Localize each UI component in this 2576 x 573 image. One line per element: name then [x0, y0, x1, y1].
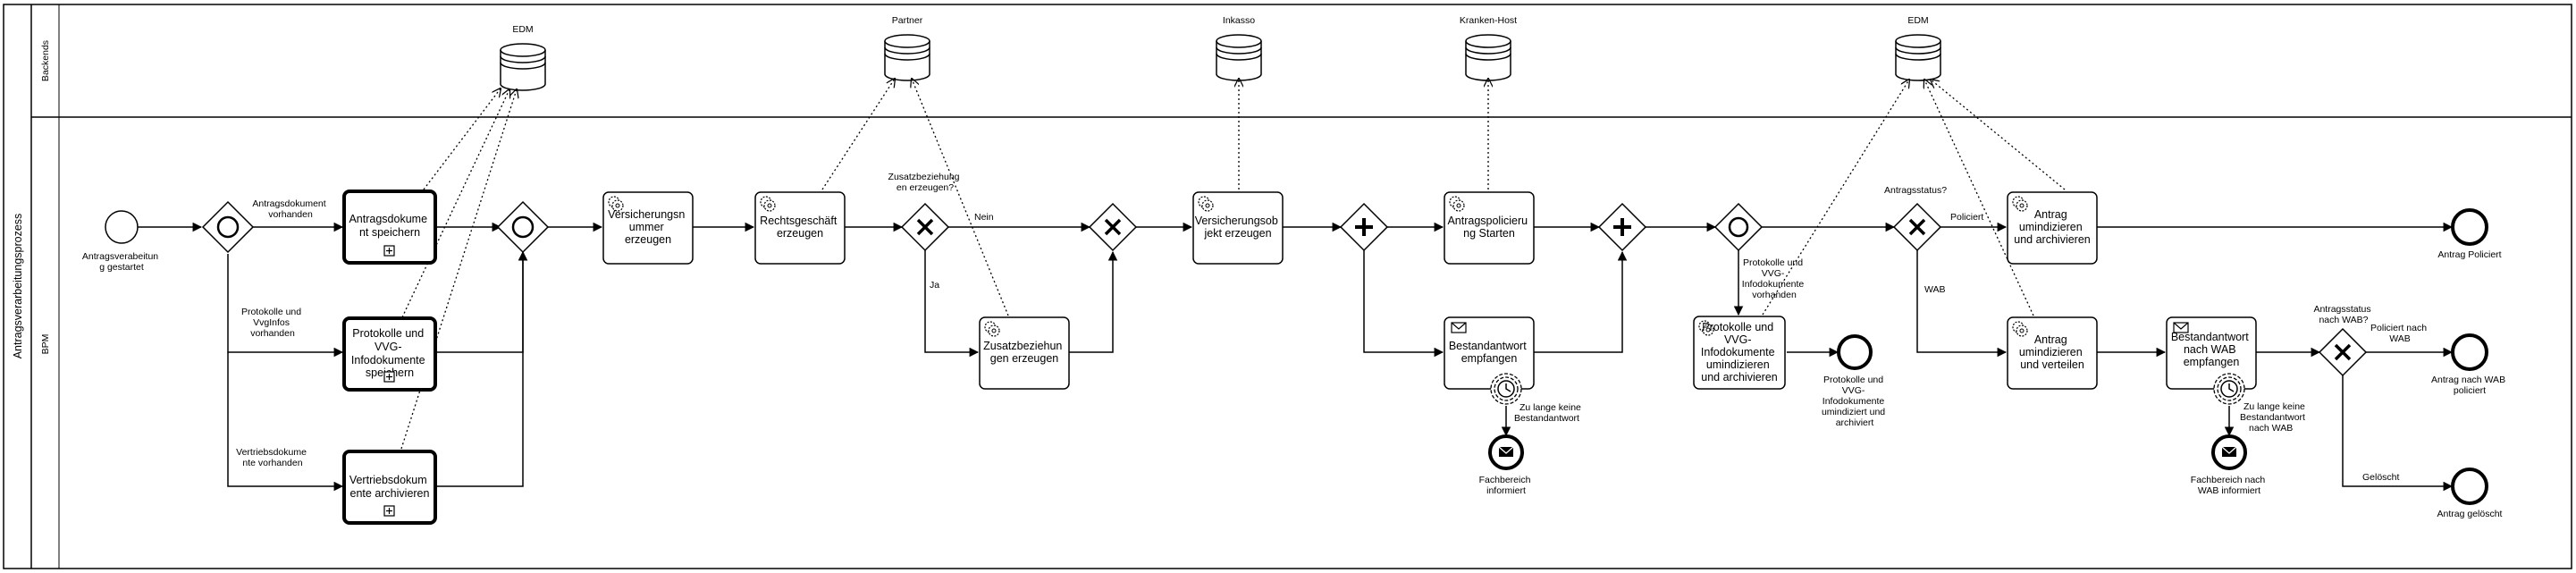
task-protokolle-speichern[interactable]: Protokolle und VVG- Infodokumente speich…	[342, 316, 437, 392]
end-event-antrag-geloescht[interactable]: Antrag gelöscht	[2437, 468, 2503, 519]
task-bestandantwort-nach-wab[interactable]: Bestandantwort nach WAB empfangen	[2166, 316, 2257, 390]
gear-icon	[760, 196, 776, 212]
start-event[interactable]: Antragsverabeitun g gestartet	[82, 210, 161, 273]
gear-icon	[984, 321, 1000, 337]
boundary-timer-1[interactable]: Zu lange keine Bestandantwort	[1490, 373, 1584, 424]
svg-text:Bestandantwort empfangen: Bestandantwort empfangen	[1449, 340, 1529, 365]
sequence-flows	[138, 222, 2454, 492]
svg-text:Fachbereich nach WAB inf: Fachbereich nach WAB informiert	[2191, 475, 2268, 496]
datastore-edm-2-label: EDM	[1907, 15, 1928, 26]
gateway-inclusive-join[interactable]	[496, 200, 550, 254]
datastore-kranken-host-label: Kranken-Host	[1460, 15, 1517, 26]
svg-text:Vertriebsdokum ente arch: Vertriebsdokum ente archivieren	[349, 474, 430, 500]
subprocess-marker-icon	[383, 505, 395, 517]
svg-text:Bestandantwort nach WAB: Bestandantwort nach WAB empfangen	[2171, 331, 2252, 368]
gateway-inclusive-protokolle[interactable]	[1713, 202, 1764, 252]
flow-label-status-wab: Antragsstatus nach WAB?	[2313, 304, 2373, 325]
lane-label-backends: Backends	[40, 40, 51, 81]
gateway-exclusive-join[interactable]	[1088, 202, 1138, 252]
gateway-inclusive-split[interactable]	[201, 200, 255, 254]
lane-label-bpm: BPM	[40, 334, 51, 355]
subprocess-marker-icon	[383, 245, 395, 257]
gateway-exclusive-zusatz[interactable]	[900, 202, 950, 252]
datastore-inkasso-label: Inkasso	[1223, 15, 1255, 26]
flow-label-policiert-nach-wab: Policiert nach WAB	[2370, 323, 2429, 344]
svg-text:Antrag gelöscht: Antrag gelöscht	[2437, 509, 2503, 519]
boundary-timer-2[interactable]: Zu lange keine Bestandantwort nach WAB	[2213, 373, 2308, 434]
flow-labels: Antragsdokument vorhanden Protokolle und…	[236, 172, 2429, 483]
svg-text:Versicherungsn ummer: Versicherungsn ummer erzeugen	[608, 208, 688, 246]
flow-label-antragsstatus: Antragsstatus?	[1884, 185, 1947, 196]
svg-text:Protokolle und VVG-: Protokolle und VVG- Infodokumente umindi…	[1822, 375, 1888, 428]
flow-label-geloescht: Gelöscht	[2362, 472, 2400, 483]
task-versicherungsnummer-erzeugen[interactable]: Versicherungsn ummer erzeugen	[602, 191, 694, 265]
clock-icon	[2220, 380, 2238, 398]
datastore-kranken-host[interactable]: Kranken-Host	[1460, 15, 1517, 81]
flow-label-protokolle: Protokolle und VvgInfos vorhanden	[241, 307, 304, 339]
svg-text:Antragsverabeitun g gest: Antragsverabeitun g gestartet	[82, 251, 161, 273]
end-event-antrag-wab-policiert[interactable]: Antrag nach WAB policiert	[2431, 333, 2508, 396]
gear-icon	[1698, 320, 1714, 336]
flow-label-wab: WAB	[1924, 284, 1946, 295]
end-event-antrag-policiert[interactable]: Antrag Policiert	[2437, 208, 2502, 260]
svg-text:Antrag nach WAB policier: Antrag nach WAB policiert	[2431, 375, 2508, 396]
gateway-parallel-join[interactable]	[1597, 202, 1647, 252]
gear-icon	[2012, 321, 2028, 337]
gateway-parallel-split[interactable]	[1339, 202, 1389, 252]
datastore-edm-2[interactable]: EDM	[1895, 15, 1941, 81]
end-event-protokolle-archiviert[interactable]: Protokolle und VVG- Infodokumente umindi…	[1822, 334, 1888, 428]
gear-icon	[2012, 196, 2028, 212]
flow-label-policiert: Policiert	[1950, 212, 1983, 223]
pool: Antragsverarbeitungsprozess Backends BPM	[3, 4, 2572, 569]
subprocess-marker-icon	[383, 371, 395, 383]
gear-icon	[1198, 196, 1214, 212]
svg-text:Zusatzbeziehun gen erzeu: Zusatzbeziehun gen erzeugen	[983, 340, 1065, 365]
flow-label-zusatz-question: Zusatzbeziehung en erzeugen?	[888, 172, 963, 193]
task-antragspolicierung-starten[interactable]: Antragspolicieru ng Starten	[1444, 191, 1535, 265]
task-protokolle-umindizieren[interactable]: Protokolle und VVG- Infodokumente umindi…	[1693, 316, 1786, 390]
gear-icon	[608, 196, 624, 212]
end-event-fachbereich-wab[interactable]: Fachbereich nach WAB informiert	[2191, 434, 2268, 496]
envelope-icon	[2173, 322, 2189, 333]
datastore-inkasso[interactable]: Inkasso	[1216, 15, 1262, 81]
flow-label-nein: Nein	[974, 212, 994, 223]
task-antragsdokument-speichern[interactable]: Antragsdokume nt speichern	[342, 190, 437, 265]
flow-label-ja: Ja	[930, 280, 939, 291]
flow-label-vertrieb: Vertriebsdokume nte vorhanden	[236, 447, 309, 468]
svg-text:Fachbereich informiert: Fachbereich informiert	[1479, 475, 1534, 496]
svg-text:Antragspolicieru ng Star: Antragspolicieru ng Starten	[1447, 215, 1530, 240]
svg-text:Antrag umindizieren: Antrag umindizieren und verteilen	[2019, 333, 2085, 371]
datastore-partner[interactable]: Partner	[884, 15, 930, 81]
task-antrag-umindizieren-verteilen[interactable]: Antrag umindizieren und verteilen	[2007, 316, 2098, 390]
svg-text:Antragsdokume nt speiche: Antragsdokume nt speichern	[349, 213, 430, 239]
gateway-exclusive-antragsstatus[interactable]	[1892, 202, 1942, 252]
svg-text:Zu lange keine Bestandan: Zu lange keine Bestandantwort	[1514, 402, 1584, 424]
flow-label-antragsdokument: Antragsdokument vorhanden	[252, 198, 328, 220]
datastore-partner-label: Partner	[892, 15, 923, 26]
datastore-edm-1-label: EDM	[512, 24, 533, 35]
svg-text:Rechtsgeschäft erzeugen: Rechtsgeschäft erzeugen	[760, 215, 840, 240]
svg-text:Protokolle und VVG-: Protokolle und VVG- Infodokumente speich…	[351, 327, 428, 379]
gateway-exclusive-status-wab[interactable]	[2318, 327, 2368, 377]
svg-text:Antrag umindizieren: Antrag umindizieren und archivieren	[2014, 208, 2091, 246]
data-associations	[400, 79, 2066, 450]
clock-icon	[1497, 380, 1515, 398]
svg-text:Antrag Policiert: Antrag Policiert	[2437, 249, 2501, 260]
task-rechtsgeschaeft-erzeugen[interactable]: Rechtsgeschäft erzeugen	[754, 191, 846, 265]
end-event-fachbereich-informiert[interactable]: Fachbereich informiert	[1479, 434, 1534, 496]
task-versicherungsobjekt-erzeugen[interactable]: Versicherungsob jekt erzeugen	[1192, 191, 1284, 265]
svg-text:Protokolle und VVG-: Protokolle und VVG- Infodokumente umindi…	[1701, 321, 1778, 383]
svg-text:Versicherungsob jekt erz: Versicherungsob jekt erzeugen	[1195, 215, 1282, 240]
pool-label: Antragsverarbeitungsprozess	[12, 214, 24, 359]
gear-icon	[1449, 196, 1465, 212]
flow-label-proto-vorhanden: Protokolle und VVG- Infodokumente vorhan…	[1742, 257, 1806, 300]
envelope-icon	[1451, 322, 1467, 333]
task-vertriebsdokumente-archivieren[interactable]: Vertriebsdokum ente archivieren	[342, 450, 437, 525]
task-bestandantwort-empfangen[interactable]: Bestandantwort empfangen	[1444, 316, 1535, 390]
svg-text:Zu lange keine Bestandan: Zu lange keine Bestandantwort nach WAB	[2240, 401, 2308, 434]
datastore-edm-1[interactable]: EDM	[500, 24, 546, 91]
task-zusatzbeziehungen-erzeugen[interactable]: Zusatzbeziehun gen erzeugen	[979, 316, 1070, 390]
task-antrag-umindizieren-archivieren[interactable]: Antrag umindizieren und archivieren	[2007, 191, 2098, 265]
